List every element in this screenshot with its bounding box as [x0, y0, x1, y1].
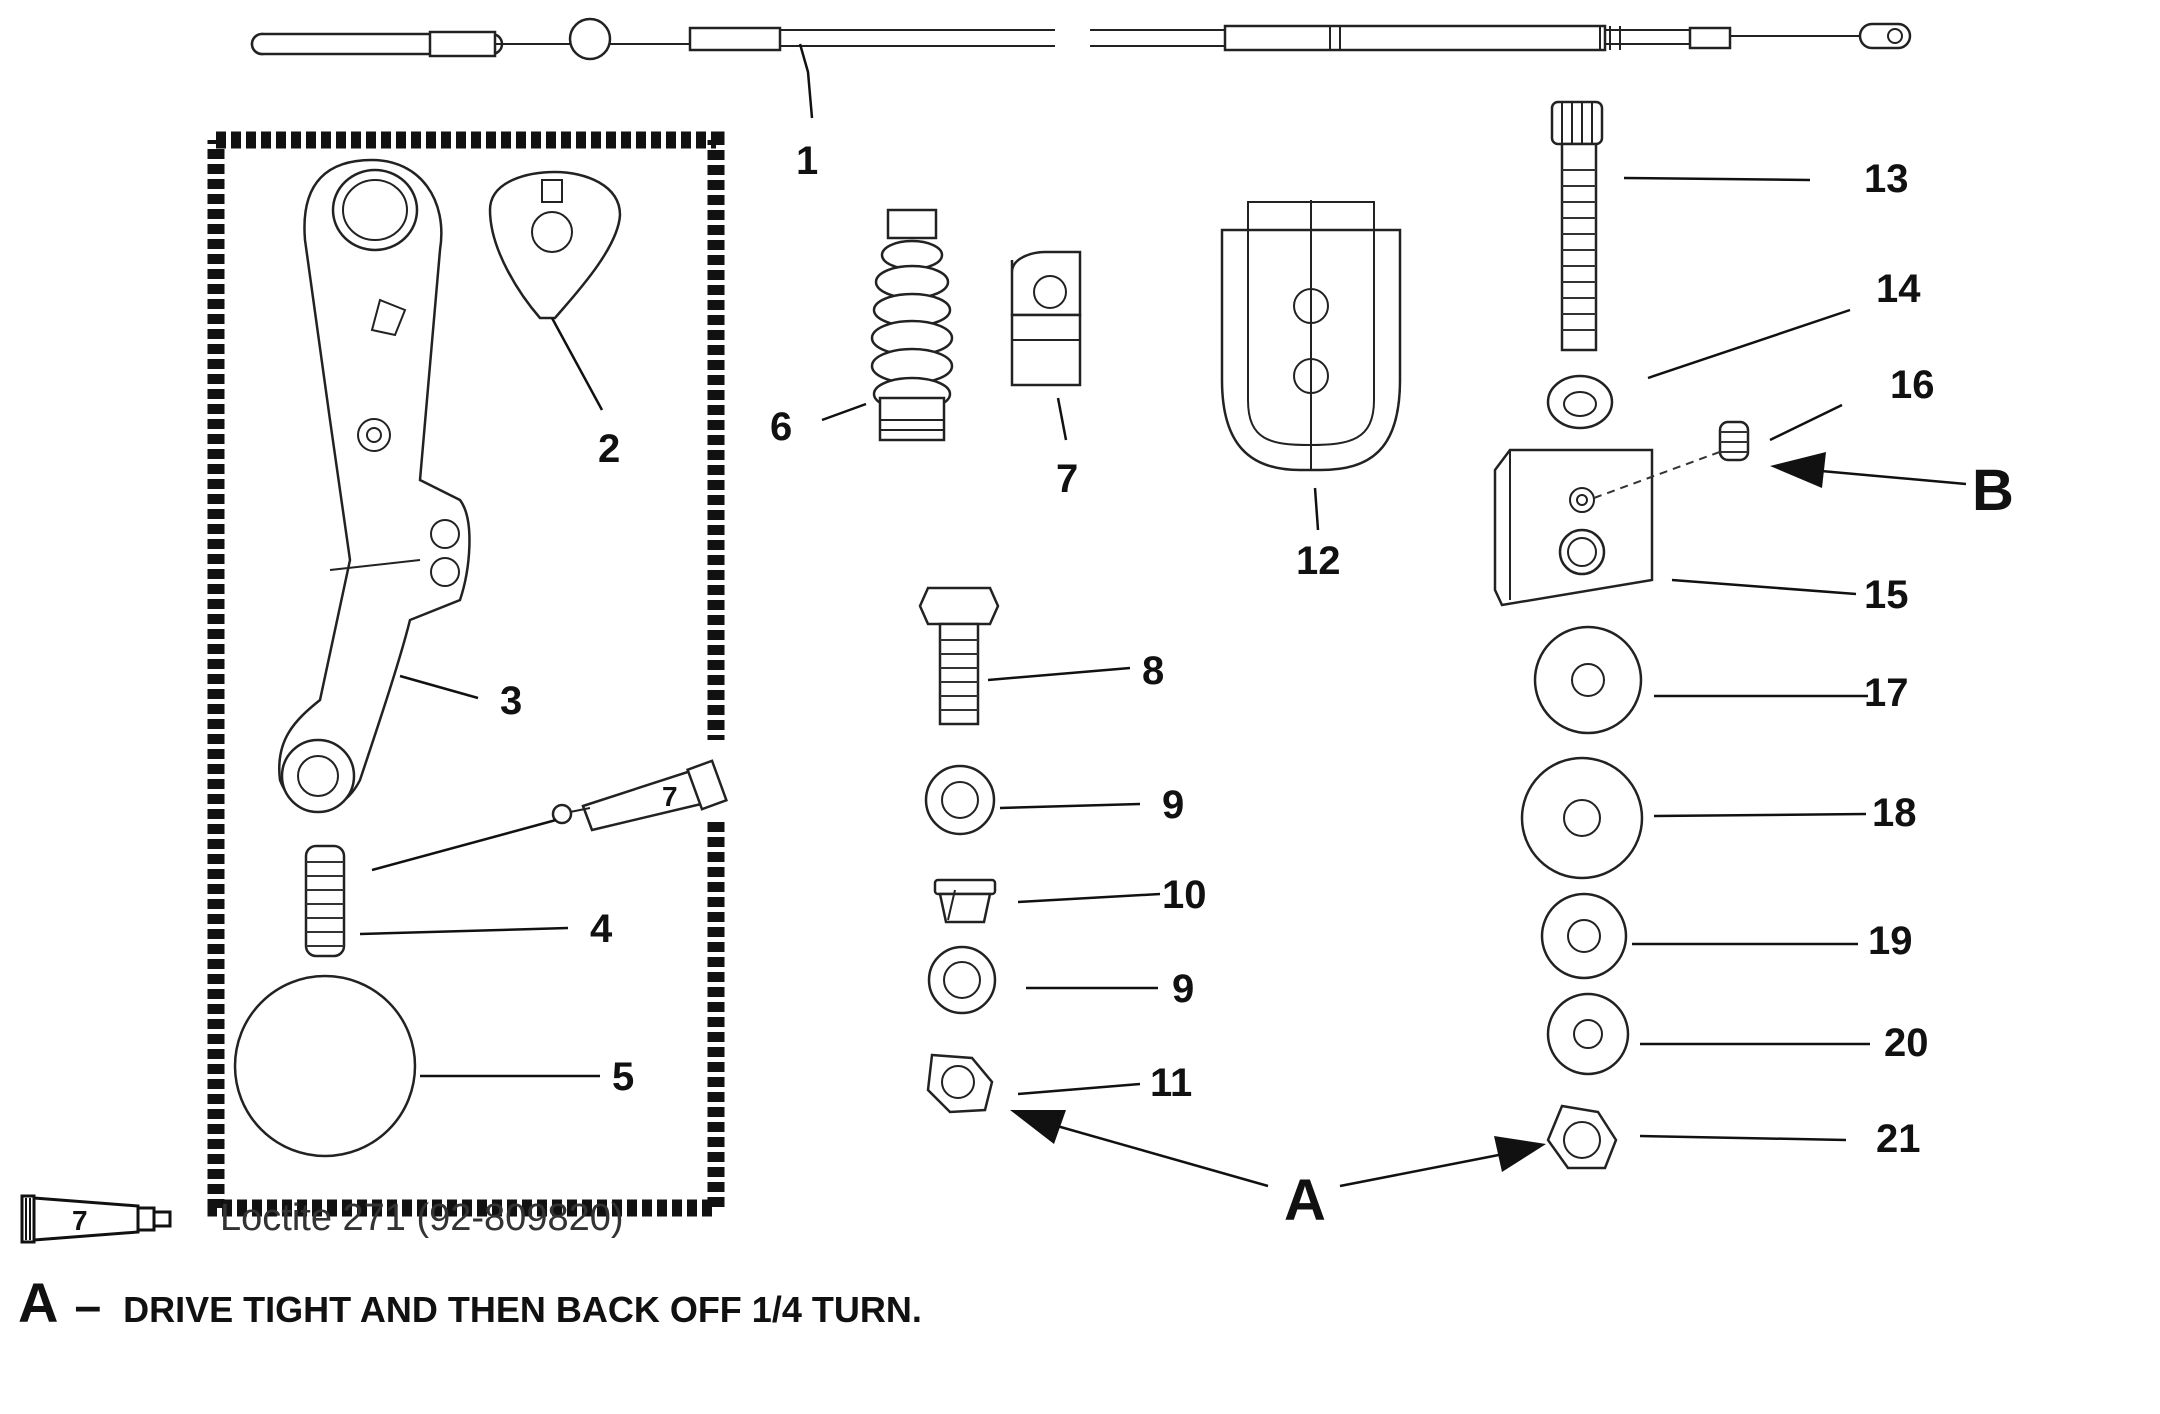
callout-19: 19 — [1868, 919, 1913, 963]
washer-9-upper — [924, 764, 996, 836]
callout-1: 1 — [796, 139, 818, 183]
legend-text: Loctite 271 (92-809820) — [220, 1196, 624, 1239]
callout-4: 4 — [590, 907, 613, 951]
loctite-tube: 7 — [551, 759, 729, 832]
leader-8 — [987, 666, 1131, 682]
leader-6 — [821, 402, 867, 422]
leader-12 — [1313, 487, 1320, 531]
callout-20: 20 — [1884, 1021, 1929, 1065]
legend-tube-number: 7 — [72, 1205, 88, 1236]
leader-16 — [1769, 403, 1843, 442]
callout-15: 15 — [1864, 573, 1909, 617]
cable-anchor-block — [1493, 448, 1726, 607]
cap-screw — [1550, 100, 1604, 352]
lever-arm — [277, 158, 471, 814]
loctite-legend: 7 Loctite 271 (92-809820) — [20, 1188, 624, 1248]
mounting-plate — [1220, 200, 1402, 472]
note-a: A – DRIVE TIGHT AND THEN BACK OFF 1/4 TU… — [18, 1270, 922, 1335]
washer-17 — [1533, 625, 1643, 735]
callout-12: 12 — [1296, 539, 1341, 583]
note-letter: A — [18, 1271, 59, 1334]
callout-18: 18 — [1872, 791, 1917, 835]
callout-8: 8 — [1142, 649, 1164, 693]
arrow-a-left-head — [1010, 1110, 1066, 1144]
leader-4 — [359, 926, 569, 936]
control-cable — [250, 17, 1912, 61]
callout-17: 17 — [1864, 671, 1909, 715]
loctite-tube-icon: 7 — [20, 1194, 172, 1244]
callout-6: 6 — [770, 405, 792, 449]
leader-9-upper — [999, 802, 1141, 810]
kit-package-outline — [207, 131, 725, 1217]
leader-13 — [1623, 176, 1811, 182]
lock-washer — [1546, 374, 1614, 430]
callout-7: 7 — [1056, 457, 1078, 501]
leader-15 — [1671, 578, 1857, 596]
callout-5: 5 — [612, 1055, 634, 1099]
washer-19 — [1540, 892, 1628, 980]
guide-plate — [488, 170, 622, 320]
leader-7 — [1056, 397, 1068, 441]
leader-2 — [550, 317, 604, 411]
leader-11 — [1017, 1082, 1141, 1096]
arrow-a-right-line — [1339, 1150, 1515, 1188]
tube-label: 7 — [662, 781, 678, 812]
arrow-a-right-head — [1494, 1136, 1546, 1172]
arrow-b-line — [1809, 468, 1967, 486]
letter-b: B — [1972, 458, 2014, 523]
washer-18 — [1520, 756, 1644, 880]
note-dash: – — [74, 1280, 102, 1333]
leader-14 — [1647, 308, 1851, 380]
set-screw — [1718, 420, 1750, 462]
cable-end-clip — [1010, 250, 1082, 387]
rubber-boot — [870, 208, 954, 442]
threaded-stud — [304, 844, 346, 958]
callout-11: 11 — [1150, 1061, 1192, 1105]
note-text: DRIVE TIGHT AND THEN BACK OFF 1/4 TURN. — [123, 1289, 922, 1330]
letter-a: A — [1284, 1168, 1326, 1233]
control-knob — [233, 974, 417, 1158]
tube-leader — [371, 818, 557, 872]
callout-16: 16 — [1890, 363, 1935, 407]
callout-9-lower: 9 — [1172, 967, 1194, 1011]
leader-10 — [1017, 892, 1161, 904]
locknut-21 — [1546, 1104, 1618, 1170]
leader-18 — [1653, 812, 1867, 818]
callout-14: 14 — [1876, 267, 1921, 311]
hex-bolt — [918, 586, 1000, 726]
callout-3: 3 — [500, 679, 522, 723]
washer-9-lower — [927, 945, 997, 1015]
leader-21 — [1639, 1134, 1847, 1142]
arrow-a-left-line — [1035, 1118, 1269, 1188]
arrow-b-head — [1770, 452, 1826, 488]
locknut-11 — [926, 1053, 994, 1114]
callout-2: 2 — [598, 427, 620, 471]
callout-21: 21 — [1876, 1117, 1921, 1161]
flanged-bushing — [933, 878, 997, 924]
callout-9-upper: 9 — [1162, 783, 1184, 827]
leader-3 — [399, 674, 479, 700]
leader-1 — [798, 43, 814, 119]
callout-13: 13 — [1864, 157, 1909, 201]
washer-20 — [1546, 992, 1630, 1076]
callout-10: 10 — [1162, 873, 1207, 917]
